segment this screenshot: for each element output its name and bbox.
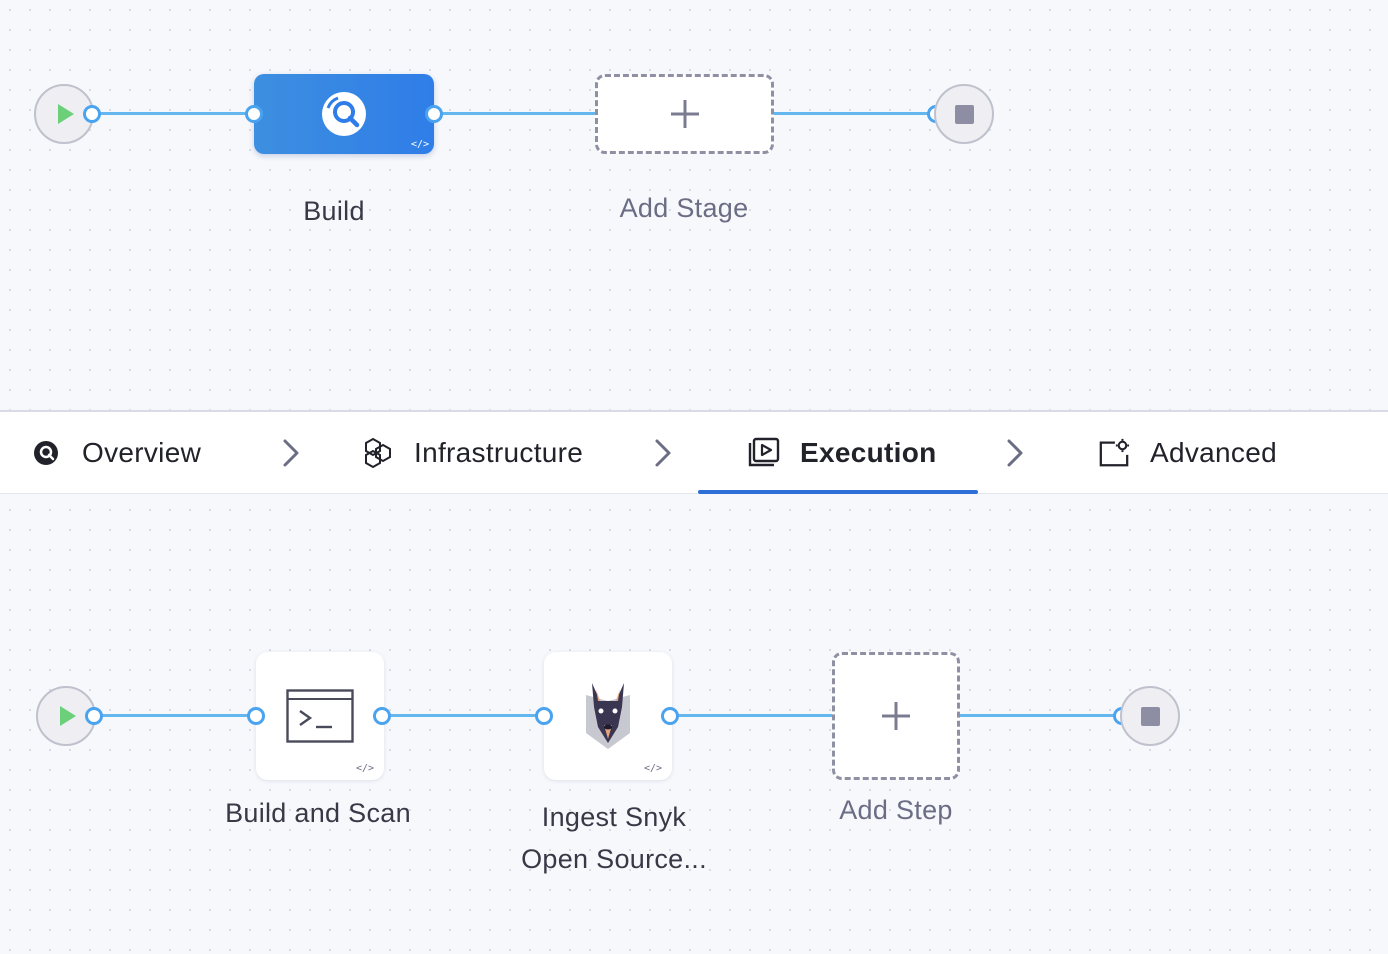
add-stage-button[interactable] bbox=[595, 74, 774, 154]
active-tab-indicator bbox=[698, 490, 978, 494]
terminal-icon bbox=[286, 689, 354, 743]
execution-icon bbox=[748, 437, 780, 469]
stage-label-build: Build bbox=[303, 196, 365, 226]
chevron-right-icon bbox=[1007, 439, 1023, 467]
start-port[interactable] bbox=[83, 105, 101, 123]
code-icon: </> bbox=[643, 763, 662, 774]
add-step-label: Add Step bbox=[839, 795, 953, 825]
connector-line bbox=[960, 714, 1114, 717]
tab-overview[interactable]: Overview bbox=[30, 412, 201, 494]
tab-label: Execution bbox=[800, 437, 937, 468]
tab-execution[interactable]: Execution bbox=[748, 412, 937, 494]
step-input-port[interactable] bbox=[535, 707, 553, 725]
chevron-right-icon bbox=[283, 439, 299, 467]
execution-canvas[interactable]: </> Build and Scan </> Ingest Snyk Open … bbox=[0, 494, 1388, 954]
advanced-settings-icon bbox=[1098, 437, 1130, 469]
connector-line bbox=[442, 112, 596, 115]
build-stage-icon bbox=[322, 92, 366, 136]
stage-tabs: Overview Infrastructure Execution bbox=[0, 410, 1388, 494]
execution-end-node bbox=[1120, 686, 1180, 746]
connector-line bbox=[772, 112, 928, 115]
step-node-ingest-snyk[interactable]: </> bbox=[544, 652, 672, 780]
stage-input-port[interactable] bbox=[245, 105, 263, 123]
code-icon: </> bbox=[355, 763, 374, 774]
plus-icon bbox=[670, 100, 699, 128]
overview-icon bbox=[30, 437, 62, 469]
tab-infrastructure[interactable]: Infrastructure bbox=[362, 412, 583, 494]
tab-label: Advanced bbox=[1150, 437, 1277, 468]
play-icon bbox=[60, 706, 76, 726]
add-stage-label: Add Stage bbox=[619, 193, 749, 223]
stage-output-port[interactable] bbox=[425, 105, 443, 123]
code-icon: </> bbox=[410, 139, 429, 150]
infrastructure-icon bbox=[362, 437, 394, 469]
step-output-port[interactable] bbox=[661, 707, 679, 725]
add-step-button[interactable] bbox=[832, 652, 960, 780]
connector-line bbox=[678, 714, 834, 717]
step-label-build-and-scan: Build and Scan bbox=[225, 798, 411, 828]
pipeline-end-node bbox=[934, 84, 994, 144]
connector-line bbox=[100, 112, 246, 115]
tab-label: Overview bbox=[82, 437, 202, 468]
step-output-port[interactable] bbox=[373, 707, 391, 725]
step-label-ingest-snyk: Ingest Snyk Open Source... bbox=[521, 802, 707, 874]
stop-icon bbox=[1140, 706, 1160, 726]
connector-line bbox=[390, 714, 536, 717]
pipeline-canvas[interactable]: </> Build Add Stage bbox=[0, 0, 1388, 410]
tab-label: Infrastructure bbox=[414, 437, 584, 468]
connector-line bbox=[102, 714, 248, 717]
step-input-port[interactable] bbox=[247, 707, 265, 725]
chevron-right-icon bbox=[655, 439, 671, 467]
tab-advanced[interactable]: Advanced bbox=[1098, 412, 1277, 494]
plus-icon bbox=[882, 702, 910, 730]
stop-icon bbox=[954, 104, 974, 124]
snyk-logo-icon bbox=[586, 683, 630, 749]
stage-node-build[interactable]: </> bbox=[254, 74, 434, 154]
step-node-build-and-scan[interactable]: </> bbox=[256, 652, 384, 780]
start-port[interactable] bbox=[85, 707, 103, 725]
play-icon bbox=[58, 104, 74, 124]
